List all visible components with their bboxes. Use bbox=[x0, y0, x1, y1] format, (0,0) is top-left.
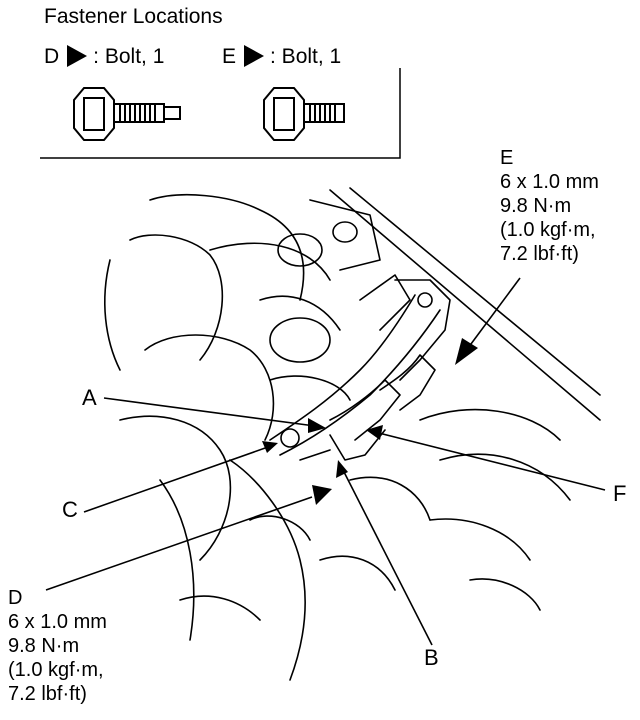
fastener-legend-e: E : Bolt, 1 bbox=[222, 44, 341, 70]
spec-torque-nm: 9.8 N·m bbox=[8, 635, 80, 657]
bolt-icon bbox=[73, 87, 181, 141]
callout-f: F bbox=[613, 481, 627, 506]
spec-torque-kgf: (1.0 kgf·m, bbox=[500, 219, 596, 241]
spec-torque-lbf: 7.2 lbf·ft) bbox=[8, 683, 87, 705]
fastener-desc: : Bolt, 1 bbox=[270, 45, 342, 68]
spec-block-e: E 6 x 1.0 mm 9.8 N·m (1.0 kgf·m, 7.2 lbf… bbox=[500, 146, 599, 266]
fastener-letter: D bbox=[44, 45, 60, 68]
spec-size: 6 x 1.0 mm bbox=[500, 171, 599, 193]
spec-letter: E bbox=[500, 147, 514, 169]
fastener-legend-d: D : Bolt, 1 bbox=[44, 44, 164, 70]
spec-block-d: D 6 x 1.0 mm 9.8 N·m (1.0 kgf·m, 7.2 lbf… bbox=[8, 586, 107, 706]
spec-torque-kgf: (1.0 kgf·m, bbox=[8, 659, 104, 681]
arrow-marker-icon bbox=[244, 45, 265, 67]
spec-torque-lbf: 7.2 lbf·ft) bbox=[500, 243, 579, 265]
callout-b: B bbox=[424, 645, 439, 670]
fastener-letter: E bbox=[222, 45, 237, 68]
callout-a: A bbox=[82, 385, 97, 410]
fastener-desc: : Bolt, 1 bbox=[93, 45, 165, 68]
spec-letter: D bbox=[8, 587, 23, 609]
bolt-icon bbox=[263, 87, 345, 141]
callout-c: C bbox=[62, 497, 78, 522]
spec-torque-nm: 9.8 N·m bbox=[500, 195, 572, 217]
page-title: Fastener Locations bbox=[44, 5, 223, 28]
spec-size: 6 x 1.0 mm bbox=[8, 611, 107, 633]
arrow-marker-icon bbox=[67, 45, 88, 67]
